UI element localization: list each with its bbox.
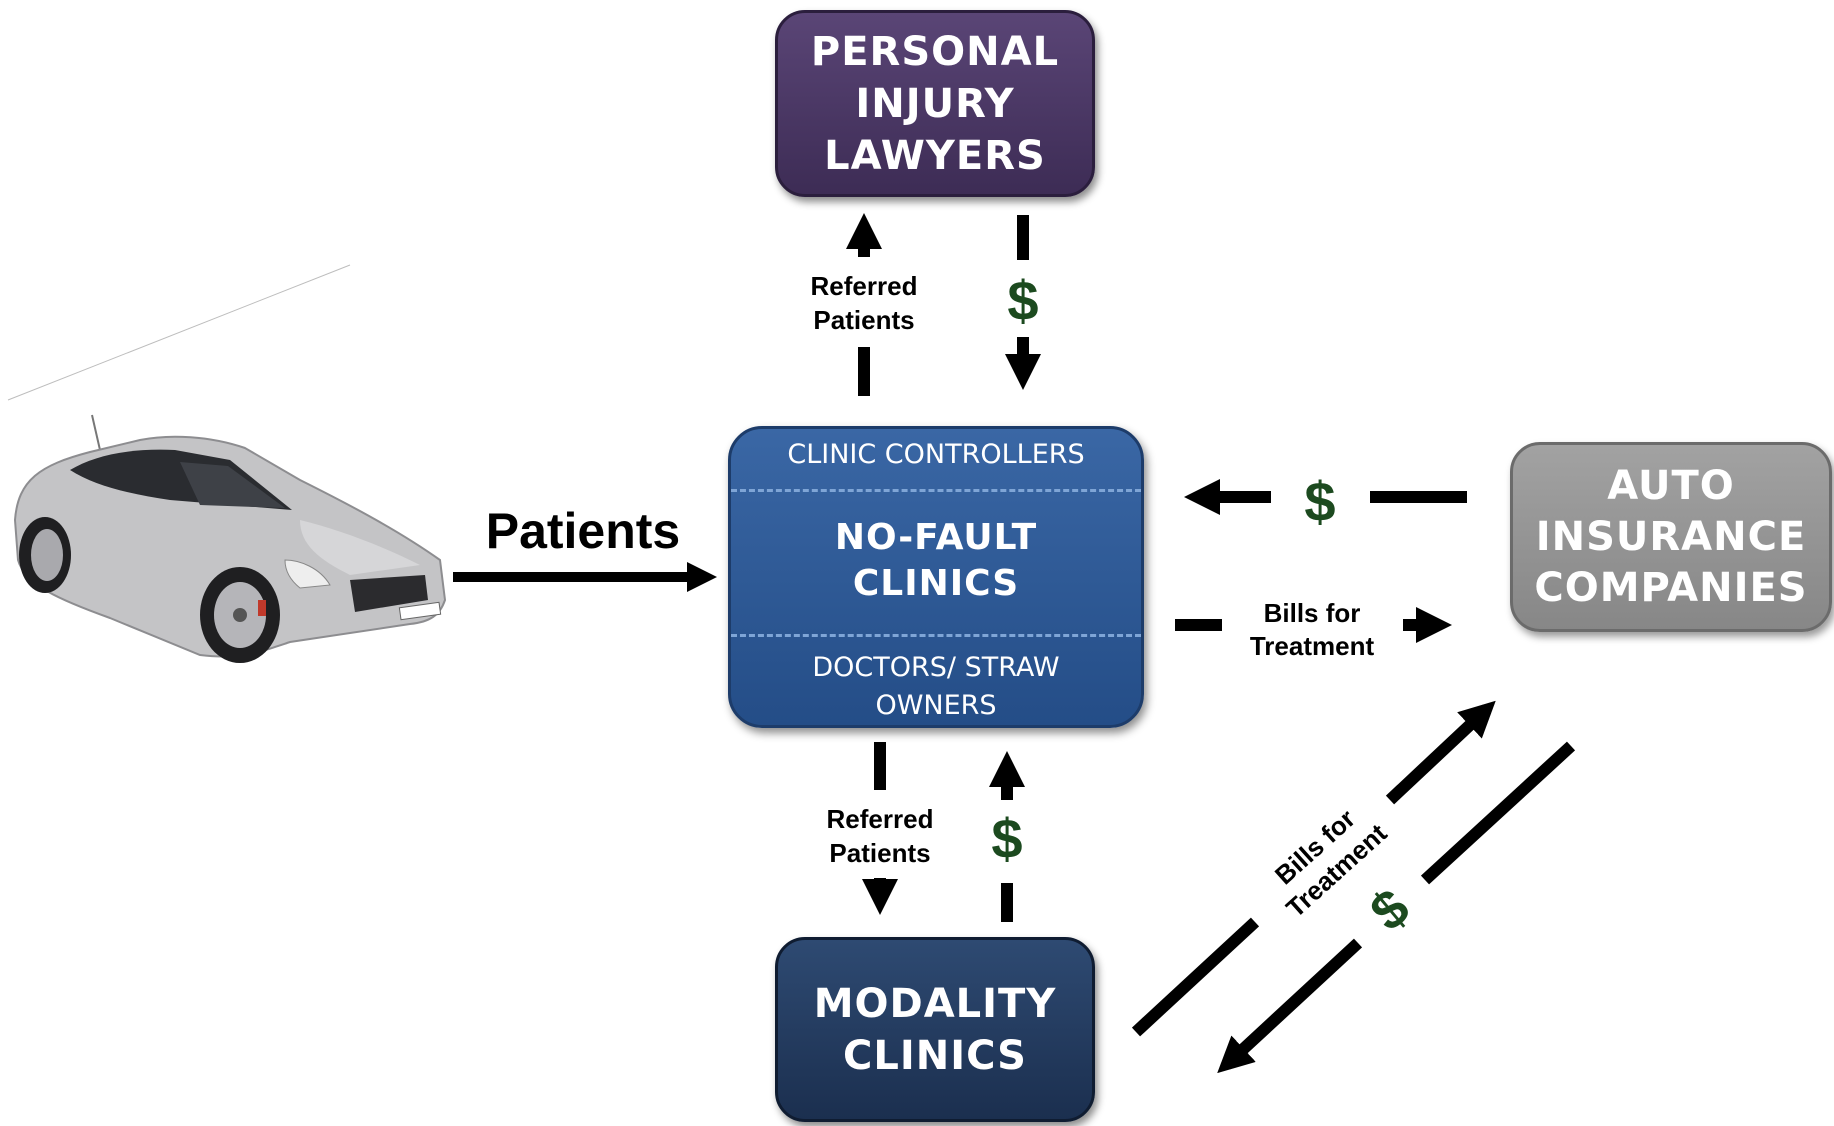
bills-diag-arrow-lower	[1131, 917, 1260, 1037]
bills-diag-arrow-upper	[1385, 700, 1496, 805]
clinic-controllers-label: CLINIC CONTROLLERS	[787, 439, 1085, 470]
modality-line2: CLINICS	[843, 1032, 1027, 1079]
auto-line1: AUTO	[1607, 462, 1735, 509]
nofault-bottom-line1: DOCTORS/ STRAW	[812, 652, 1060, 683]
money-right: $	[1304, 470, 1335, 533]
referred-top-line1: Referred	[811, 271, 918, 301]
bills-right-line2: Treatment	[1250, 631, 1375, 661]
lawyers-line3: LAWYERS	[824, 132, 1046, 179]
nofault-bottom-line2: OWNERS	[875, 690, 997, 721]
no-fault-clinics-title: NO-FAULT CLINICS	[731, 515, 1141, 607]
personal-injury-lawyers-node: PERSONAL INJURY LAWYERS	[775, 10, 1095, 197]
money-diag-arrow-upper	[1420, 741, 1576, 885]
lawyers-line2: INJURY	[855, 80, 1015, 127]
divider-bottom	[731, 634, 1141, 637]
bills-right-line1: Bills for	[1264, 598, 1361, 628]
patients-label: Patients	[486, 503, 681, 559]
auto-line3: COMPANIES	[1534, 564, 1808, 611]
doctors-straw-owners-label: DOCTORS/ STRAW OWNERS	[731, 649, 1141, 725]
money-top: $	[1007, 269, 1038, 332]
car-icon	[7, 264, 447, 663]
money-diag: $	[1359, 877, 1421, 942]
divider-top	[731, 489, 1141, 492]
referred-bottom-line2: Patients	[829, 838, 930, 868]
referred-bottom-line1: Referred	[827, 804, 934, 834]
nofault-line2: CLINICS	[852, 563, 1020, 604]
nofault-line1: NO-FAULT	[834, 517, 1038, 558]
no-fault-clinics-node: CLINIC CONTROLLERS NO-FAULT CLINICS DOCT…	[728, 426, 1144, 728]
auto-insurance-companies-node: AUTO INSURANCE COMPANIES	[1510, 442, 1832, 632]
lawyers-line1: PERSONAL	[810, 28, 1060, 75]
referred-top-line2: Patients	[813, 305, 914, 335]
money-diag-arrow-lower	[1217, 938, 1363, 1074]
auto-line2: INSURANCE	[1535, 513, 1807, 560]
modality-line1: MODALITY	[813, 980, 1057, 1027]
money-bottom: $	[991, 807, 1022, 870]
modality-clinics-node: MODALITY CLINICS	[775, 937, 1095, 1122]
